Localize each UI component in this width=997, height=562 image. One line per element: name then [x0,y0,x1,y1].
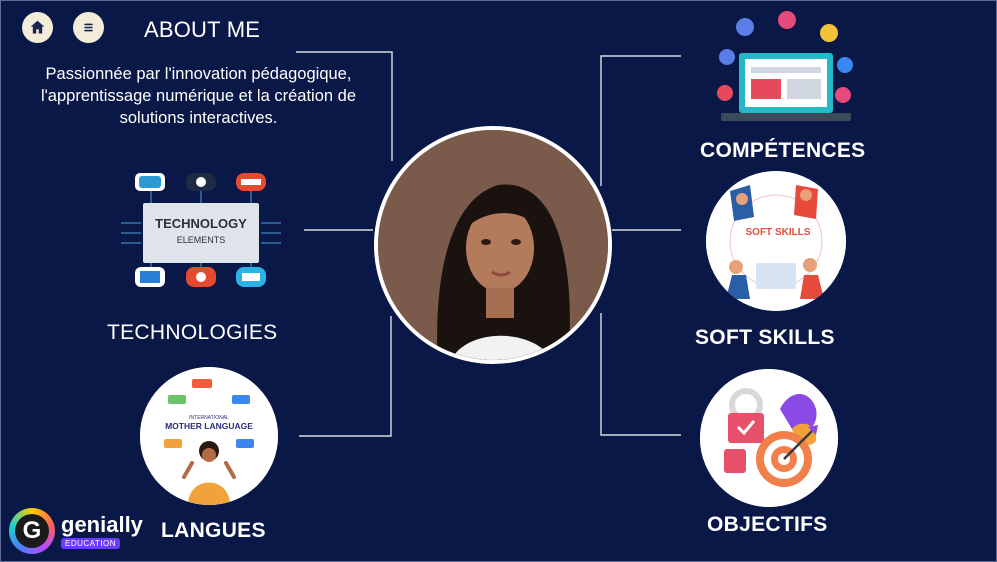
about-me-description: Passionnée par l'innovation pédagogique,… [40,65,356,127]
technology-title: TECHNOLOGY [155,216,247,231]
menu-icon [84,23,93,32]
langues-illustration[interactable]: INTERNATIONAL MOTHER LANGUAGE [140,367,278,505]
avatar [378,130,608,360]
soft-skills-label[interactable]: SOFT SKILLS [695,326,835,349]
home-button[interactable] [22,12,53,43]
technology-elements-image: TECHNOLOGY ELEMENTS [121,173,281,287]
about-me-title: ABOUT ME [144,17,261,42]
logo-name: genially [61,511,143,537]
language-title-text: MOTHER LANGUAGE [165,421,253,431]
soft-skills-image-text: SOFT SKILLS [746,227,811,238]
genially-logo[interactable]: G genially EDUCATION [9,508,143,554]
mother-language-image: INTERNATIONAL MOTHER LANGUAGE [140,367,278,505]
genially-logo-icon: G [9,508,55,554]
profile-photo [374,126,612,364]
home-icon [30,20,45,34]
technology-subtitle: ELEMENTS [177,235,226,245]
language-small-text: INTERNATIONAL [189,415,229,421]
technologies-label[interactable]: TECHNOLOGIES [107,321,278,344]
soft-skills-image: SOFT SKILLS [706,171,846,311]
menu-button[interactable] [73,12,104,43]
target-image [700,369,838,507]
technology-illustration[interactable]: TECHNOLOGY ELEMENTS [101,163,301,303]
competences-image [717,11,853,121]
soft-skills-illustration[interactable]: SOFT SKILLS [706,171,846,311]
objectifs-illustration[interactable] [700,369,838,507]
competences-label[interactable]: COMPÉTENCES [700,139,866,162]
langues-label[interactable]: LANGUES [161,519,266,542]
objectifs-label[interactable]: OBJECTIFS [707,513,828,536]
competences-illustration[interactable] [711,9,861,129]
logo-badge: EDUCATION [61,537,121,549]
